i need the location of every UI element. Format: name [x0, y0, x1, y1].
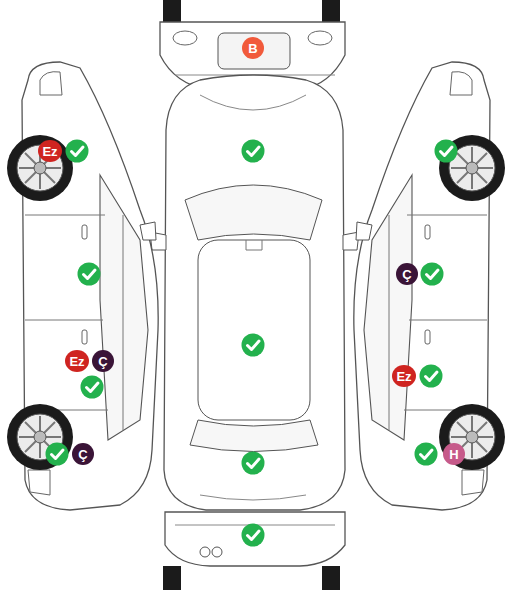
right-side-view — [354, 62, 505, 510]
ok-checks — [46, 140, 458, 547]
badge-letter: B — [248, 42, 257, 55]
badge-letter: Ç — [98, 355, 107, 368]
front-bumper — [218, 33, 290, 69]
top-view — [200, 95, 306, 110]
top-view — [246, 240, 262, 250]
top-view — [150, 75, 359, 510]
rear-bumper — [212, 547, 222, 557]
ok-checks — [78, 263, 101, 286]
scratch-badge: Ç — [396, 263, 418, 285]
ok-checks — [242, 140, 265, 163]
top-view — [164, 75, 345, 510]
badge-letter: H — [449, 448, 458, 461]
badge-letter: Ez — [69, 355, 84, 368]
dent-badge: Ez — [38, 140, 62, 162]
ok-checks — [415, 443, 438, 466]
badge-letter: Ez — [42, 145, 57, 158]
top-view — [198, 240, 310, 420]
replaced-badge: B — [242, 37, 264, 59]
front-bumper — [308, 31, 332, 45]
rear-bumper — [165, 512, 345, 566]
ok-checks — [242, 524, 265, 547]
wheel-tab — [322, 0, 340, 22]
scratch-badge: Ç — [72, 443, 94, 465]
ok-checks — [242, 452, 265, 475]
ok-checks — [81, 376, 104, 399]
rear-bumper — [200, 547, 210, 557]
ok-checks — [421, 263, 444, 286]
wheel-tab — [163, 566, 181, 590]
ok-checks — [435, 140, 458, 163]
ok-checks — [242, 334, 265, 357]
ok-checks — [46, 443, 69, 466]
ok-checks — [66, 140, 89, 163]
top-view — [190, 420, 318, 452]
scratch-badge: Ç — [92, 350, 114, 372]
front-bumper — [173, 31, 197, 45]
ok-checks — [420, 365, 443, 388]
wheel-tab — [322, 566, 340, 590]
dent-badge: Ez — [65, 350, 89, 372]
left-side-view — [7, 62, 158, 510]
damage-badge: H — [443, 443, 465, 465]
top-view — [185, 185, 322, 240]
top-view — [200, 495, 306, 500]
rear-bumper — [165, 512, 345, 566]
badge-letter: Ç — [402, 268, 411, 281]
dent-badge: Ez — [392, 365, 416, 387]
badge-letter: Ç — [78, 448, 87, 461]
badge-letter: Ez — [396, 370, 411, 383]
wheel-tab — [163, 0, 181, 22]
